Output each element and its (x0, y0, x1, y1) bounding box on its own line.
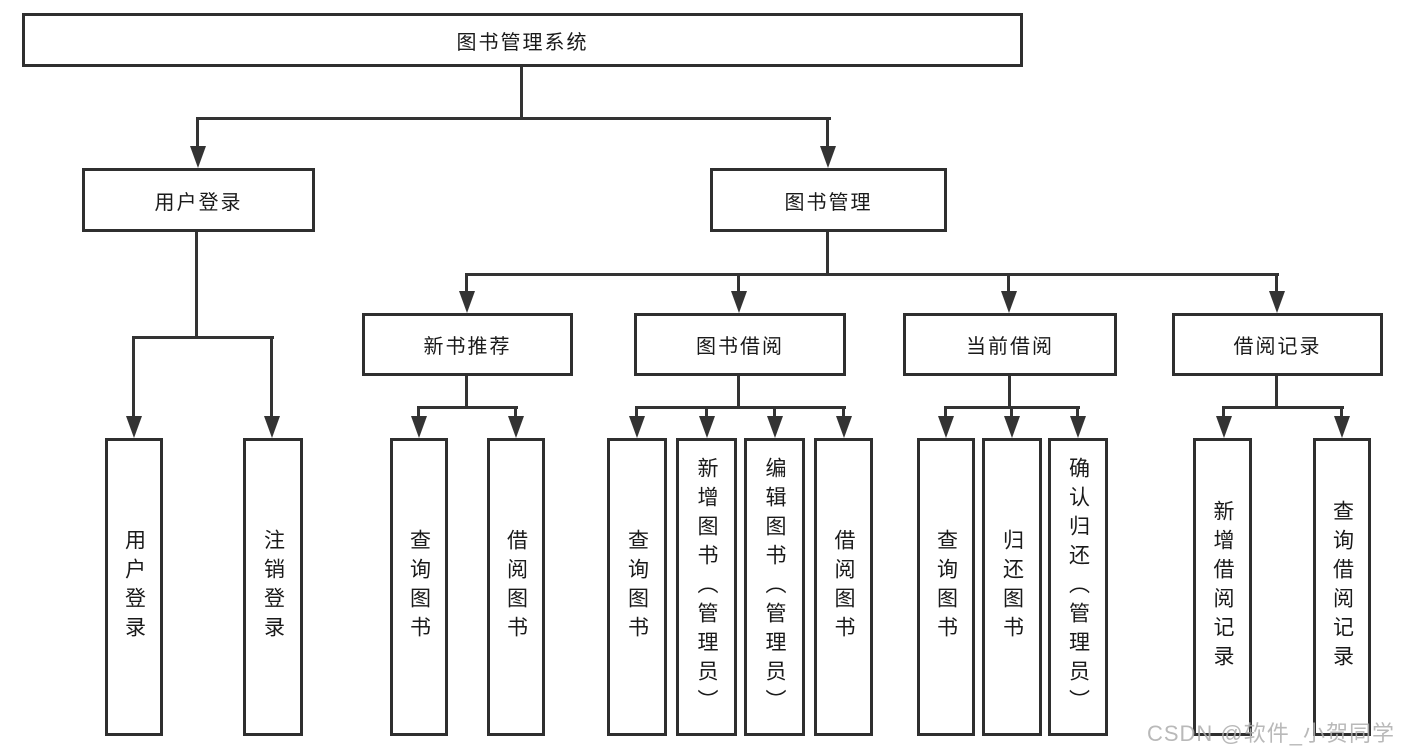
arrow-down-icon (1216, 416, 1232, 438)
arrow-down-icon (938, 416, 954, 438)
node-new-book-recommendation: 新书推荐 (362, 313, 573, 376)
arrow-down-icon (508, 416, 524, 438)
connector-rail (635, 406, 846, 409)
node-label: 归还图书 (1000, 529, 1024, 645)
node-library-management-system: 图书管理系统 (22, 13, 1023, 67)
node-label: 借阅图书 (504, 529, 528, 645)
node-label: 借阅图书 (832, 529, 855, 645)
connector-stem (737, 273, 740, 293)
node-add-borrow-record: 新增借阅记录 (1193, 438, 1252, 736)
node-borrowing-records: 借阅记录 (1172, 313, 1383, 376)
connector-stem (465, 273, 468, 293)
node-label: 新增借阅记录 (1211, 500, 1234, 674)
node-return-books: 归还图书 (982, 438, 1042, 736)
node-label: 图书管理 (784, 191, 873, 214)
node-add-books-admin: 新增图书（管理员） (676, 438, 737, 736)
connector-stem (196, 117, 199, 148)
arrow-down-icon (836, 416, 852, 438)
connector-stem (705, 406, 708, 418)
node-book-borrowing: 图书借阅 (634, 313, 846, 376)
connector-drop (1008, 375, 1011, 409)
connector-stem (842, 406, 845, 418)
node-confirm-return-admin: 确认归还（管理员） (1048, 438, 1108, 736)
arrow-down-icon (411, 416, 427, 438)
connector-stem (826, 117, 829, 148)
node-query-books-2: 查询图书 (607, 438, 667, 736)
connector-stem (773, 406, 776, 418)
node-user-login-group: 用户登录 (82, 168, 315, 232)
node-label: 查询图书 (407, 529, 431, 645)
connector-rail (1222, 406, 1344, 409)
node-label: 用户登录 (154, 191, 243, 214)
node-label: 查询图书 (625, 529, 649, 645)
arrow-down-icon (459, 291, 475, 313)
node-edit-books-admin: 编辑图书（管理员） (744, 438, 805, 736)
arrow-down-icon (699, 416, 715, 438)
connector-rail (132, 336, 274, 339)
connector-drop (826, 231, 829, 276)
node-label: 查询图书 (934, 529, 958, 645)
arrow-down-icon (1004, 416, 1020, 438)
connector-stem (1076, 406, 1079, 418)
connector-stem (635, 406, 638, 418)
node-label: 图书借阅 (696, 336, 784, 358)
node-query-books-1: 查询图书 (390, 438, 448, 736)
node-user-login: 用户登录 (105, 438, 163, 736)
connector-drop (737, 375, 740, 409)
connector-drop (195, 231, 198, 339)
connector-drop (465, 375, 468, 409)
node-label: 新书推荐 (423, 336, 512, 358)
arrow-down-icon (1001, 291, 1017, 313)
arrow-down-icon (1334, 416, 1350, 438)
node-label: 借阅记录 (1233, 336, 1322, 358)
connector-stem (270, 336, 273, 416)
connector-stem (1275, 273, 1278, 293)
node-borrow-books-2: 借阅图书 (814, 438, 873, 736)
connector-stem (944, 406, 947, 418)
connector-stem (132, 336, 135, 416)
node-book-management: 图书管理 (710, 168, 947, 232)
node-current-borrowing: 当前借阅 (903, 313, 1117, 376)
connector-root-drop (520, 66, 523, 119)
arrow-down-icon (1269, 291, 1285, 313)
node-label: 当前借阅 (966, 336, 1054, 358)
node-query-books-3: 查询图书 (917, 438, 975, 736)
node-label: 注销登录 (261, 529, 285, 645)
node-query-borrow-record: 查询借阅记录 (1313, 438, 1371, 736)
node-borrow-books-1: 借阅图书 (487, 438, 545, 736)
node-label: 图书管理系统 (456, 31, 589, 54)
connector-level1-rail (196, 117, 831, 120)
arrow-down-icon (767, 416, 783, 438)
connector-level2-rail (465, 273, 1279, 276)
connector-stem (1007, 273, 1010, 293)
connector-stem (1010, 406, 1013, 418)
connector-drop (1275, 375, 1278, 409)
node-label: 用户登录 (122, 529, 146, 645)
csdn-watermark: CSDN @软件_小贺同学 (1146, 721, 1395, 746)
connector-stem (1222, 406, 1225, 418)
node-label: 查询借阅记录 (1330, 500, 1354, 674)
arrow-down-icon (126, 416, 142, 438)
arrow-down-icon (1070, 416, 1086, 438)
connector-stem (1340, 406, 1343, 418)
connector-rail (417, 406, 518, 409)
arrow-down-icon (629, 416, 645, 438)
node-label: 确认归还（管理员） (1066, 456, 1090, 718)
arrow-down-icon (264, 416, 280, 438)
node-logout: 注销登录 (243, 438, 303, 736)
arrow-down-icon (820, 146, 836, 168)
arrow-down-icon (190, 146, 206, 168)
connector-stem (417, 406, 420, 418)
node-label: 编辑图书（管理员） (763, 456, 786, 718)
connector-stem (514, 406, 517, 418)
arrow-down-icon (731, 291, 747, 313)
node-label: 新增图书（管理员） (695, 456, 718, 718)
